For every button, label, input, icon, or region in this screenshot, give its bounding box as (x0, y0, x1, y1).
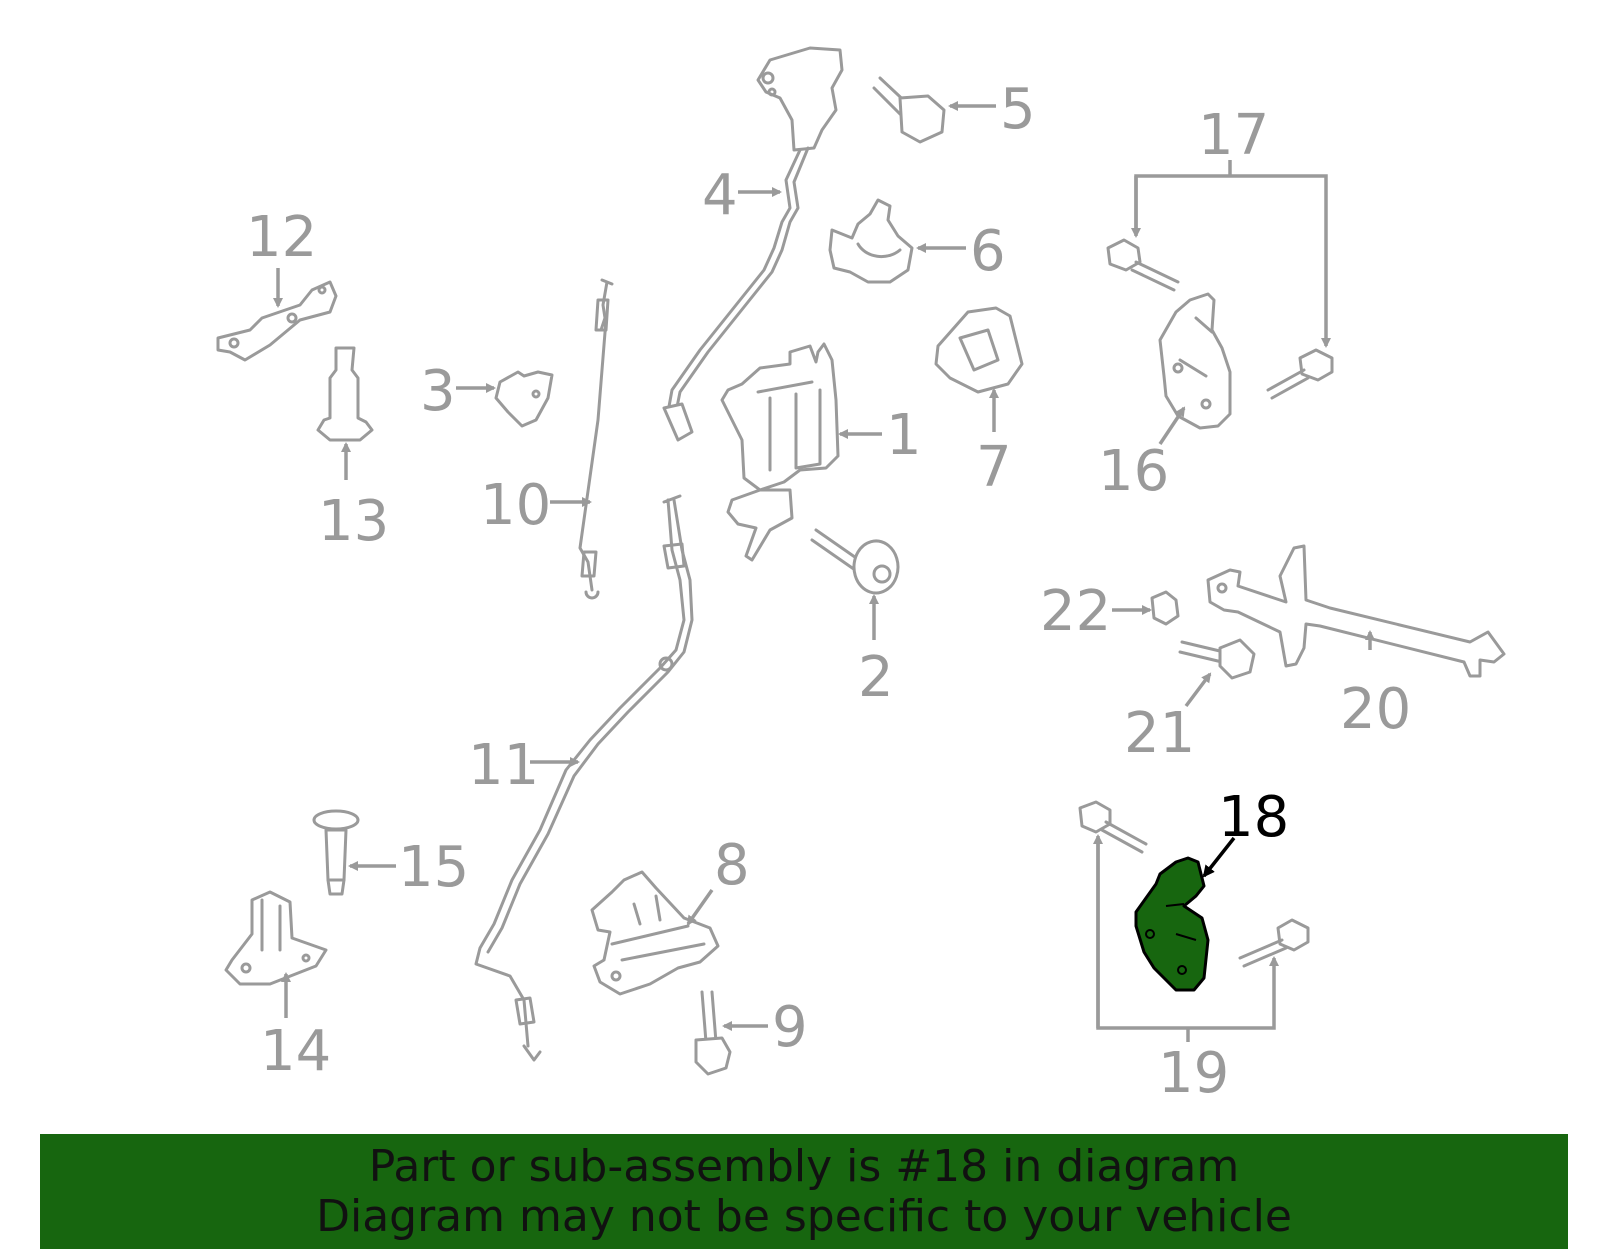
callout-16: 16 (1098, 439, 1169, 504)
callout-15: 15 (398, 835, 469, 900)
part-17-bolts (1106, 238, 1334, 400)
callout-1: 1 (886, 403, 922, 468)
part-1-latch (720, 342, 840, 562)
part-12-bracket (216, 280, 338, 362)
part-10-cable (578, 278, 614, 600)
callout-13: 13 (318, 489, 389, 554)
part-3-clip (494, 370, 554, 428)
callout-10: 10 (480, 473, 551, 538)
callout-7: 7 (976, 435, 1012, 500)
part-18-hinge-highlighted (1134, 856, 1210, 992)
callout-19: 19 (1158, 1041, 1229, 1106)
callout-2: 2 (858, 645, 894, 710)
part-22-nut (1150, 590, 1180, 626)
part-4-rod (662, 46, 844, 442)
callout-21: 21 (1124, 701, 1195, 766)
callout-12: 12 (246, 205, 317, 270)
part-9-bolt (694, 990, 732, 1076)
callout-22: 22 (1040, 579, 1111, 644)
callout-8: 8 (714, 833, 750, 898)
callout-11: 11 (468, 733, 539, 798)
callout-6: 6 (970, 219, 1006, 284)
part-7-bracket (934, 306, 1024, 394)
banner-line-1: Part or sub-assembly is #18 in diagram (368, 1140, 1240, 1192)
part-16-hinge (1158, 292, 1232, 430)
part-15-pin (312, 809, 360, 896)
banner-line-2: Diagram may not be specific to your vehi… (316, 1190, 1292, 1242)
callout-4: 4 (702, 163, 738, 228)
callout-18: 18 (1218, 785, 1289, 850)
callout-numbers: 1 2 3 4 5 6 7 8 9 10 11 12 13 14 15 16 1… (246, 77, 1411, 1106)
callout-3: 3 (420, 359, 456, 424)
part-5-bolt (872, 76, 946, 144)
callout-20: 20 (1340, 677, 1411, 742)
part-19-bolts (1078, 800, 1310, 968)
part-20-check-arm (1206, 544, 1506, 678)
callout-5: 5 (1000, 77, 1036, 142)
part-21-bolt (1178, 638, 1256, 680)
leader-lines (273, 101, 1375, 1042)
part-14-striker (224, 890, 328, 986)
part-13-pin (316, 346, 374, 442)
part-2-bolt (810, 528, 900, 595)
callout-17: 17 (1198, 103, 1269, 168)
part-6-clip (828, 198, 914, 284)
part-8-actuator (590, 870, 720, 996)
callout-14: 14 (260, 1019, 331, 1084)
info-banner: Part or sub-assembly is #18 in diagram D… (40, 1134, 1568, 1249)
callout-9: 9 (772, 995, 808, 1060)
part-11-cable (474, 494, 694, 1062)
